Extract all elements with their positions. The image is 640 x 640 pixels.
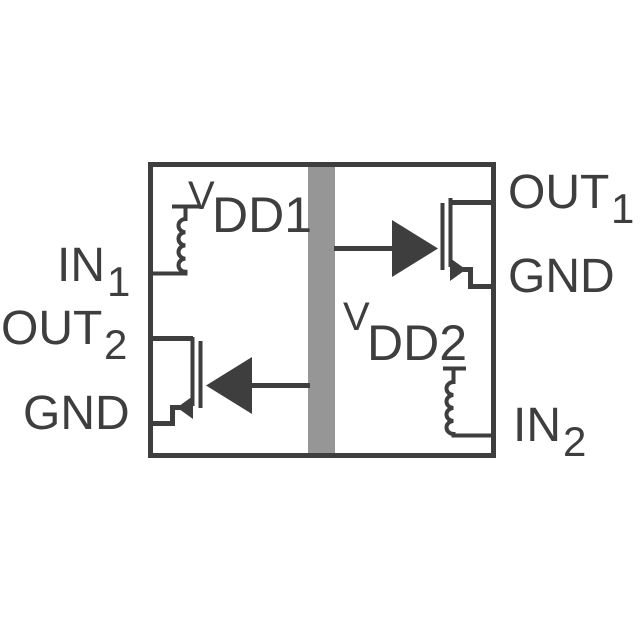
channel1-small-arrow-icon [450,258,466,281]
pin-label-in2-base: IN [513,399,561,452]
pin-label-in1-base: IN [57,239,105,292]
pin-label-out1-subscript: 1 [611,185,635,232]
channel1-gnd-wire [463,267,492,289]
pin-label-gnd-right-base: GND [508,250,615,303]
pin-label-out1: OUT 1 [508,166,634,230]
pin-label-out2-subscript: 2 [104,321,128,368]
pin-label-out1-base: OUT [508,166,610,219]
pin-label-gnd-left: GND [23,390,130,438]
isolation-barrier [308,166,335,454]
pin-label-in1-subscript: 1 [107,258,131,305]
channel2-gnd-wire [152,405,180,426]
supply-label-vdd1-base: V [188,174,215,218]
supply-label-vdd2-subscript: DD2 [367,315,468,371]
channel1-buffer-triangle-icon [392,220,438,277]
component-outline-box [148,162,496,458]
supply-label-vdd1-subscript: DD1 [212,187,313,243]
supply-label-vdd1: V DD1 [188,174,312,240]
pin-label-in2-subscript: 2 [563,418,587,465]
supply-label-vdd2: V DD2 [343,295,467,368]
channel2-buffer-triangle-icon [206,357,252,414]
pin-label-in2: IN 2 [513,399,586,463]
pin-label-in1: IN 1 [57,239,130,303]
pin-label-gnd-right: GND [508,253,615,301]
pin-label-out2: OUT 2 [1,302,127,366]
inductor-coil-icon [444,368,492,438]
pin-label-out2-base: OUT [1,302,103,355]
channel2-small-arrow-icon [177,396,193,419]
supply-label-vdd2-base: V [343,295,370,339]
pin-label-gnd-left-base: GND [23,387,130,440]
inductor-coil-icon [152,206,188,276]
